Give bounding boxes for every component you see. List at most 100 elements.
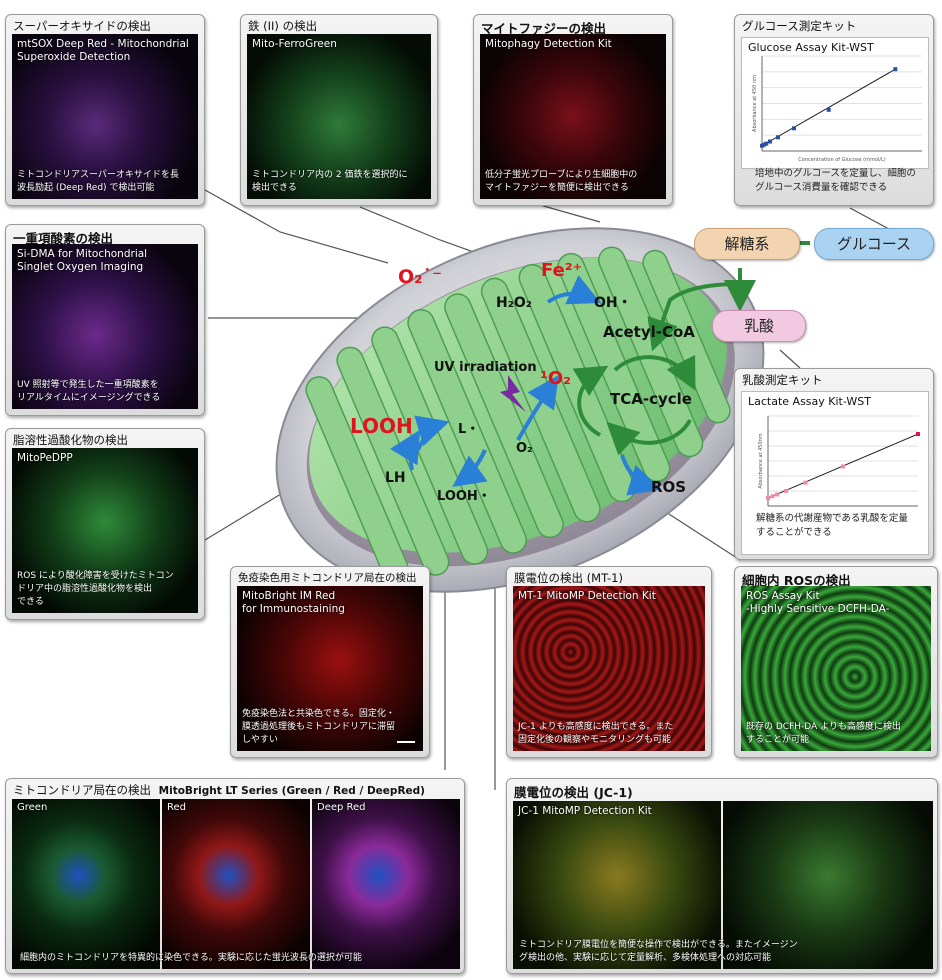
tca-label: TCA-cycle xyxy=(610,390,692,408)
kit-name: MT-1 MitoMP Detection Kit xyxy=(518,590,656,602)
singlet-o2-label: ¹O₂ xyxy=(540,368,572,389)
channel-label: Deep Red xyxy=(317,802,366,813)
data-point xyxy=(760,143,764,148)
panel-title: 脂溶性過酸化物の検出 xyxy=(13,433,128,447)
panel-singlet-oxygen: 一重項酸素の検出 Si-DMA for Mitochondrial Single… xyxy=(5,224,205,416)
kit-name: Mitophagy Detection Kit xyxy=(485,38,612,50)
chart-title: Lactate Assay Kit-WST xyxy=(748,395,871,408)
panel-description: ミトコンドリア膜電位を簡便な操作で検出ができる。またイメージン グ検出の他、実験… xyxy=(519,940,798,963)
panel-description: 解糖系の代謝産物である乳酸を定量 することができる xyxy=(756,512,908,540)
panel-description: 細胞内のミトコンドリアを特異的に染色できる。実験に応じた蛍光波長の選択が可能 xyxy=(20,953,362,963)
panel-title: 鉄 (II) の検出 xyxy=(248,19,318,33)
data-point xyxy=(792,126,796,131)
kit-name: mtSOX Deep Red - Mitochondrial Superoxid… xyxy=(17,38,189,63)
microscopy-image-green: Green xyxy=(12,799,160,969)
data-point xyxy=(826,107,831,112)
data-point xyxy=(841,464,845,469)
y-axis-label: Absorbance at 450 nm xyxy=(752,75,758,132)
glucose-pill: グルコース xyxy=(814,228,934,260)
uv-label: UV irradiation xyxy=(434,360,537,375)
microscopy-image: MitoBright IM Red for Immunostaining 免疫染… xyxy=(237,586,423,751)
y-axis-label: Absorbance at 450nm xyxy=(758,433,764,488)
microscopy-image-deepred: Deep Red xyxy=(312,799,460,969)
panel-description: ミトコンドリア内の 2 価鉄を選択的に 検出できる xyxy=(252,170,408,193)
panel-description: 培地中のグルコースを定量し、細胞の グルコース消費量を確認できる xyxy=(755,168,916,193)
kit-name: ROS Assay Kit -Highly Sensitive DCFH-DA- xyxy=(746,590,890,615)
panel-title: 乳酸測定キット xyxy=(742,373,823,387)
glycolysis-pill: 解糖系 xyxy=(694,228,800,260)
h2o2-label: H₂O₂ xyxy=(496,295,532,311)
data-point xyxy=(770,494,775,499)
microscopy-image: Mitophagy Detection Kit 低分子蛍光プローブにより生細胞中… xyxy=(480,34,666,199)
panel-title-en: MitoBright LT Series (Green / Red / Deep… xyxy=(158,785,425,797)
data-point xyxy=(784,488,788,493)
data-point xyxy=(916,432,920,436)
ros-label: ROS xyxy=(651,478,687,496)
data-point xyxy=(803,480,808,485)
panel-superoxide: スーパーオキサイドの検出 mtSOX Deep Red - Mitochondr… xyxy=(5,14,205,206)
panel-title: グルコース測定キット xyxy=(742,19,857,33)
kit-name: MitoBright IM Red for Immunostaining xyxy=(242,590,345,615)
x-axis-label: Concentration of Glucose (mmol/L) xyxy=(798,157,885,163)
kit-name: Si-DMA for Mitochondrial Singlet Oxygen … xyxy=(17,248,148,273)
panel-title: 膜電位の検出 (JC-1) xyxy=(514,785,633,800)
kit-name: MitoPeDPP xyxy=(17,452,73,464)
kit-name: JC-1 MitoMP Detection Kit xyxy=(518,805,652,817)
microscopy-image: MT-1 MitoMP Detection Kit JC-1 よりも高感度に検出… xyxy=(513,586,705,751)
data-point xyxy=(893,67,898,72)
lactate-pill: 乳酸 xyxy=(712,310,806,342)
panel-description: ミトコンドリアスーパーオキサイドを長 波長励起 (Deep Red) で検出可能 xyxy=(17,170,179,193)
o2-label: O₂ xyxy=(516,441,533,456)
panel-title: スーパーオキサイドの検出 xyxy=(13,19,151,33)
panel-description: 既存の DCFH-DA よりも高感度に検出 することが可能 xyxy=(746,722,901,745)
panel-mitobright-lt: ミトコンドリア局在の検出 MitoBright LT Series (Green… xyxy=(5,778,465,974)
panel-mt1: 膜電位の検出 (MT-1) MT-1 MitoMP Detection Kit … xyxy=(506,566,712,758)
data-point xyxy=(768,139,772,144)
lh-label: LH xyxy=(385,470,406,486)
panel-glucose-kit: グルコース測定キット Glucose Assay Kit-WST Absorba… xyxy=(734,14,934,206)
microscopy-image: ROS Assay Kit -Highly Sensitive DCFH-DA-… xyxy=(741,586,931,751)
looh-radical-label: LOOH・ xyxy=(437,489,491,504)
panel-title: 免疫染色用ミトコンドリア局在の検出 xyxy=(238,572,417,584)
data-point xyxy=(775,492,779,497)
panel-title: ミトコンドリア局在の検出 MitoBright LT Series (Green… xyxy=(13,782,425,798)
uv-bolt-icon xyxy=(500,375,526,412)
panel-immunostaining: 免疫染色用ミトコンドリア局在の検出 MitoBright IM Red for … xyxy=(230,566,430,758)
chart-title: Glucose Assay Kit-WST xyxy=(748,41,874,54)
panel-title: 一重項酸素の検出 xyxy=(13,231,114,246)
panel-description: 免疫染色法と共染色できる。固定化・ 膜透過処理後もミトコンドリアに滞留 しやすい xyxy=(242,709,396,745)
microscopy-image: MitoPeDPP ROS により酸化障害を受けたミトコン ドリア中の脂溶性過酸… xyxy=(12,448,198,613)
channel-label: Green xyxy=(17,802,48,813)
data-point xyxy=(764,141,769,146)
microscopy-image: Mito-FerroGreen ミトコンドリア内の 2 価鉄を選択的に 検出でき… xyxy=(247,34,431,199)
panel-lipid-peroxide: 脂溶性過酸化物の検出 MitoPeDPP ROS により酸化障害を受けたミトコン… xyxy=(5,428,205,620)
panel-description: 低分子蛍光プローブにより生細胞中の マイトファジーを簡便に検出できる xyxy=(485,170,638,193)
scale-bar xyxy=(397,741,415,743)
channel-label: Red xyxy=(167,802,186,813)
glucose-chart: Absorbance at 450 nm Concentration of Glu… xyxy=(752,55,922,163)
microscopy-image: mtSOX Deep Red - Mitochondrial Superoxid… xyxy=(12,34,198,199)
l-radical-label: L・ xyxy=(458,422,480,437)
microscopy-image-red: Red xyxy=(162,799,310,969)
acetylcoa-label: Acetyl-CoA xyxy=(603,323,695,341)
panel-title: 細胞内 ROSの検出 xyxy=(742,573,851,588)
panel-ros: 細胞内 ROSの検出 ROS Assay Kit -Highly Sensiti… xyxy=(734,566,938,758)
panel-title: 膜電位の検出 (MT-1) xyxy=(514,571,623,585)
panel-jc1: 膜電位の検出 (JC-1) JC-1 MitoMP Detection Kit … xyxy=(506,778,938,974)
fe2-label: Fe²⁺ xyxy=(541,260,583,281)
fit-line xyxy=(761,68,896,147)
panel-description: UV 照射等で発生した一重項酸素を リアルタイムにイメージングできる xyxy=(17,380,161,403)
panel-title-jp: ミトコンドリア局在の検出 xyxy=(13,783,151,797)
kit-name: Mito-FerroGreen xyxy=(252,38,337,50)
oh-label: OH・ xyxy=(594,295,632,311)
panel-mitophagy: マイトファジーの検出 Mitophagy Detection Kit 低分子蛍光… xyxy=(473,14,673,206)
data-point xyxy=(762,142,767,147)
panel-title: マイトファジーの検出 xyxy=(481,21,607,36)
superoxide-label: O₂˙⁻ xyxy=(398,266,443,288)
panel-description: JC-1 よりも高感度に検出できる。また 固定化後の観察やモニタリングも可能 xyxy=(518,722,674,745)
panel-description: ROS により酸化障害を受けたミトコン ドリア中の脂溶性過酸化物を検出 できる xyxy=(17,571,174,607)
looh-label: LOOH xyxy=(350,414,413,438)
panel-iron: 鉄 (II) の検出 Mito-FerroGreen ミトコンドリア内の 2 価… xyxy=(240,14,438,206)
lactate-chart-box: Lactate Assay Kit-WST Absorbance at 450n… xyxy=(741,391,929,555)
